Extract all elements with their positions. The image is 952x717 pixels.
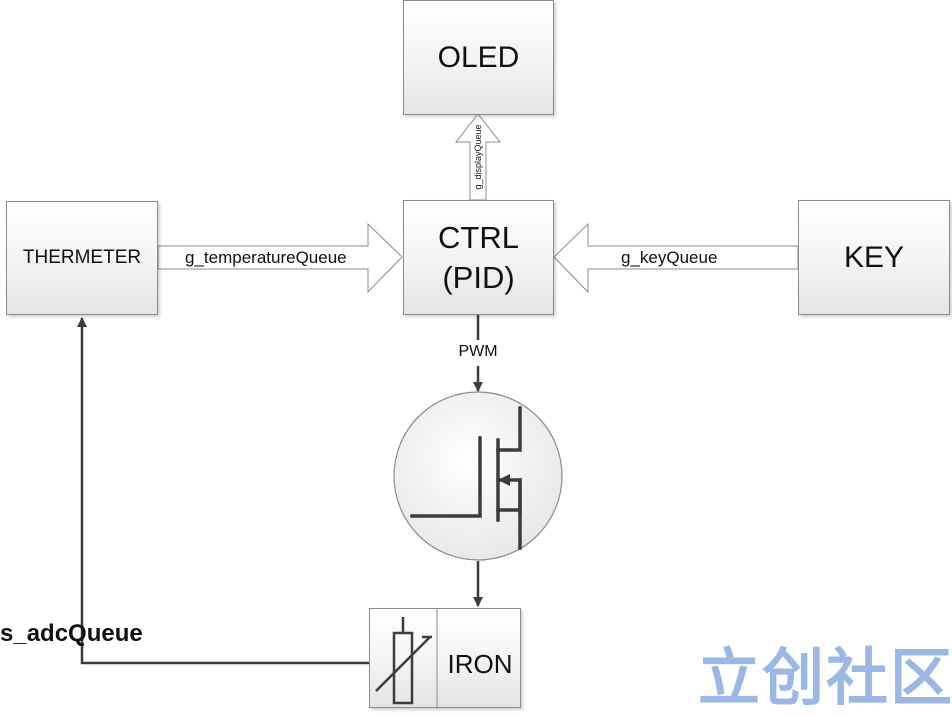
display-queue-label: g_displayQueue (473, 124, 483, 190)
diagram-connectors (77, 113, 799, 665)
heater-resistor-icon (375, 609, 438, 709)
pid-label: (PID) (442, 259, 515, 295)
thermeter-box: THERMETER (6, 201, 158, 315)
temperature-queue-label: g_temperatureQueue (185, 248, 347, 267)
pwm-label: PWM (458, 343, 498, 360)
key-box: KEY (798, 200, 950, 315)
adc-queue-label: s_adcQueue (0, 620, 143, 647)
ctrl-label: CTRL (438, 219, 519, 255)
display-queue-arrow (454, 113, 502, 201)
mosfet-icon (393, 391, 563, 561)
adc-queue-connector (77, 317, 372, 665)
iron-label: IRON (447, 649, 513, 679)
ctrl-box: CTRL (PID) (403, 200, 554, 315)
key-queue-label: g_keyQueue (621, 248, 718, 267)
key-queue-arrow (553, 222, 799, 294)
thermeter-label: THERMETER (22, 247, 142, 268)
key-label: KEY (843, 240, 905, 274)
watermark-text: 立创社区 (698, 644, 952, 713)
oled-label: OLED (437, 40, 520, 74)
iron-box: IRON (369, 608, 521, 709)
temperature-queue-arrow (157, 222, 403, 294)
oled-box: OLED (403, 0, 554, 115)
